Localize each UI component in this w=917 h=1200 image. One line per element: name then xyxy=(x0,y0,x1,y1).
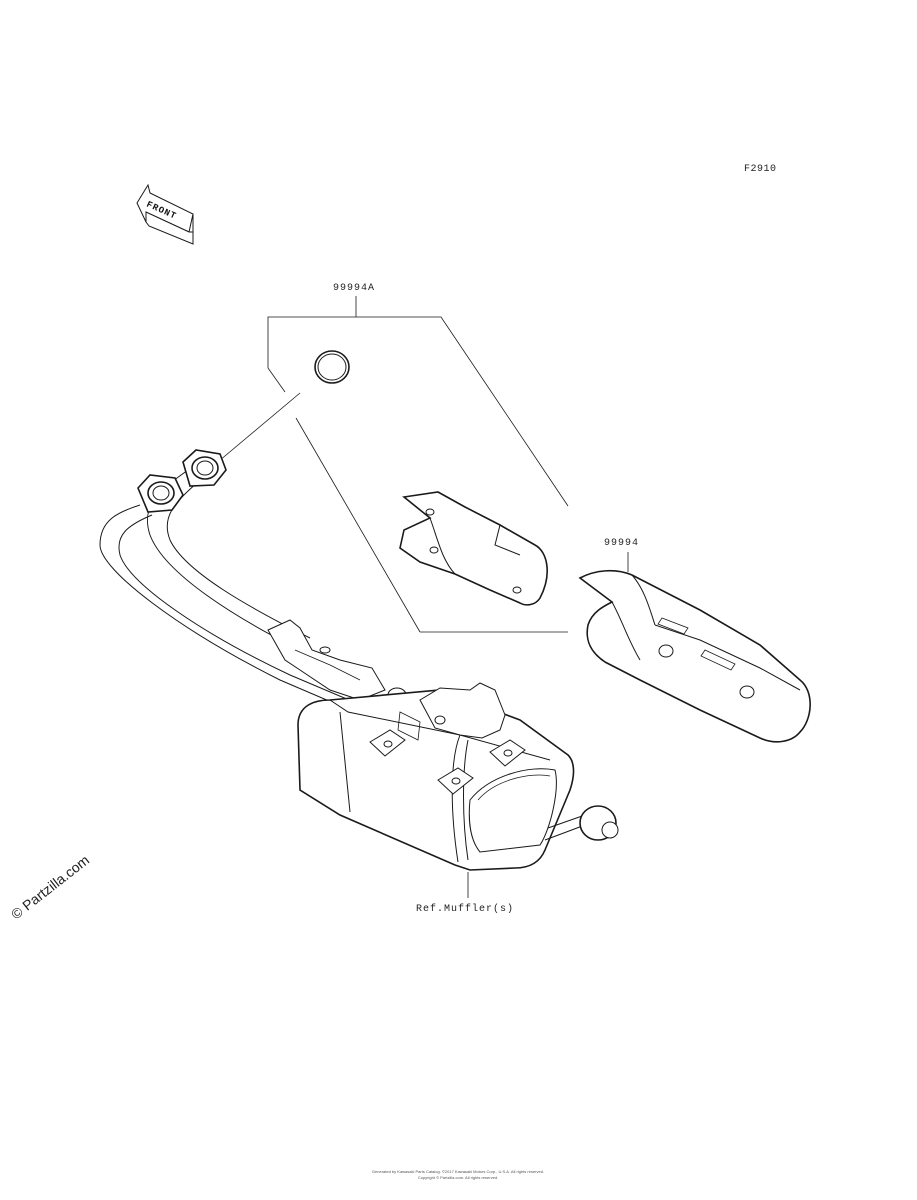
gasket-ring xyxy=(314,350,350,384)
figure-code: F2910 xyxy=(744,164,777,175)
front-arrow-icon: FRONT xyxy=(136,183,194,245)
footer-line-1: Generated by Kawasaki Parts Catalog. ©20… xyxy=(372,1169,544,1174)
exhaust-header-pipes xyxy=(99,449,421,741)
kit-a-leader-lines xyxy=(212,296,569,633)
heat-shield-upper xyxy=(399,491,548,606)
kit-b-label: 99994 xyxy=(604,538,639,549)
footer-line-2: Copyright © Partzilla.com. All rights re… xyxy=(418,1175,498,1180)
muffler-reference xyxy=(297,682,619,871)
reference-label: Ref.Muffler(s) xyxy=(416,903,514,915)
heat-shield-muffler xyxy=(578,569,811,743)
watermark: © Partzilla.com xyxy=(8,852,92,923)
kit-a-label: 99994A xyxy=(333,283,375,294)
